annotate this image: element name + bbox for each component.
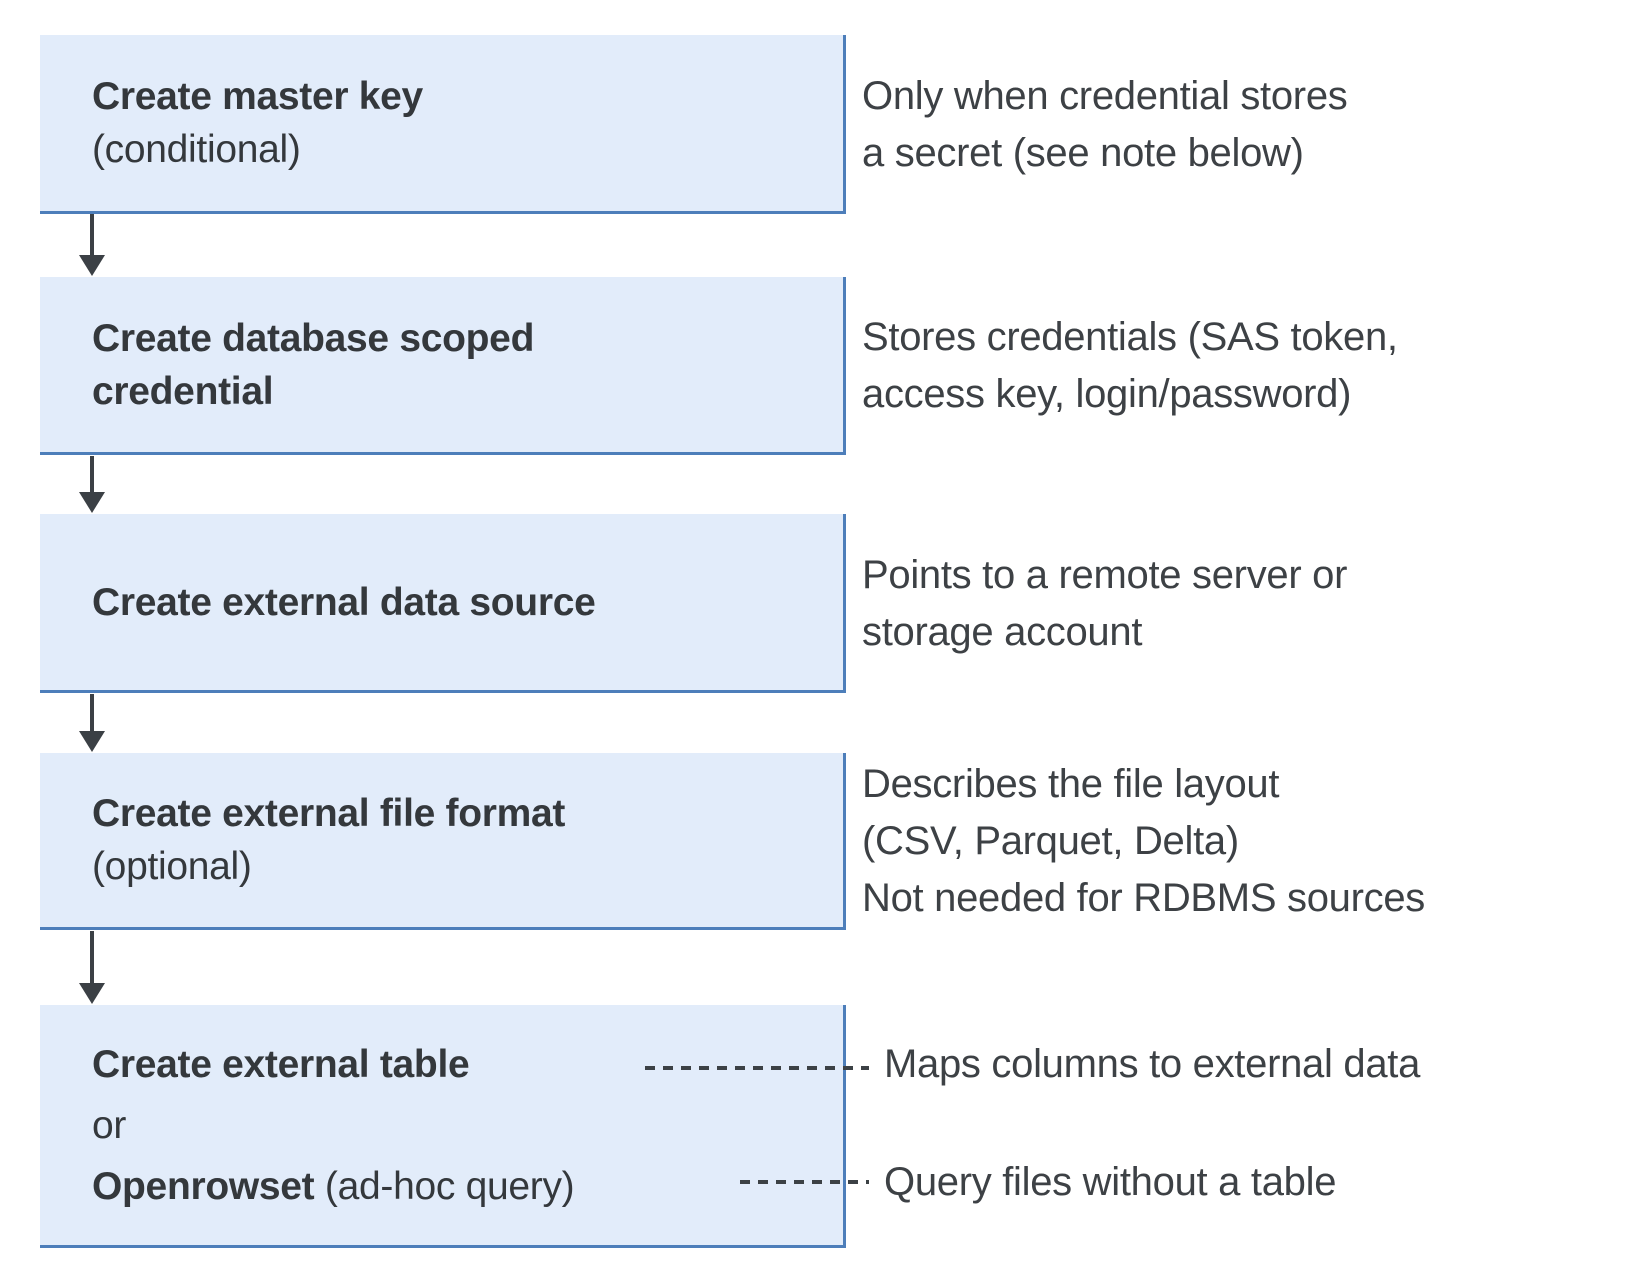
box-title-regular: (optional) xyxy=(92,845,252,888)
box-title-bold: Create master key xyxy=(92,75,423,118)
arrow-stem xyxy=(90,214,94,260)
note-line: Describes the file layout xyxy=(862,762,1280,806)
box-title-line: (optional) xyxy=(92,840,843,893)
dashed-connector-openrowset xyxy=(740,1180,869,1184)
arrow-head xyxy=(79,983,105,1004)
box-title-regular: (conditional) xyxy=(92,128,301,171)
box-title-bold: Create external file format xyxy=(92,792,566,835)
box-title-bold: Create database scoped xyxy=(92,316,535,360)
box-title-line: or xyxy=(92,1095,843,1156)
arrow-stem xyxy=(90,931,94,988)
note-line: (CSV, Parquet, Delta) xyxy=(862,819,1239,863)
step-box-external-file-format: Create external file format (optional) xyxy=(40,753,846,930)
box-title-line: Create external table xyxy=(92,1034,843,1095)
step-box-database-scoped-credential: Create database scoped credential xyxy=(40,277,846,455)
box-title-line: credential xyxy=(92,365,843,418)
step-box-external-table-or-openrowset: Create external table or Openrowset (ad-… xyxy=(40,1005,846,1248)
step-box-create-master-key: Create master key (conditional) xyxy=(40,35,846,214)
box-title-line: (conditional) xyxy=(92,123,843,176)
down-arrow-icon xyxy=(79,214,105,276)
note-line: Only when credential stores xyxy=(862,73,1348,118)
box-title-line: Create database scoped xyxy=(92,312,843,365)
note-line: Not needed for RDBMS sources xyxy=(862,876,1425,920)
annotation-maps-columns: Maps columns to external data xyxy=(884,1042,1421,1086)
arrow-head xyxy=(79,255,105,276)
box-title-bold: Create external data source xyxy=(92,580,596,624)
note-line: Points to a remote server or xyxy=(862,552,1348,597)
box-title-line: Create master key xyxy=(92,70,843,123)
note-line: access key, login/password) xyxy=(862,372,1352,416)
step-note-credential: Stores credentials (SAS token, access ke… xyxy=(862,277,1398,455)
down-arrow-icon xyxy=(79,931,105,1004)
box-title-regular: (ad-hoc query) xyxy=(314,1164,575,1208)
step-note-data-source: Points to a remote server or storage acc… xyxy=(862,514,1347,693)
box-title-bold: Openrowset xyxy=(92,1164,315,1208)
arrow-head xyxy=(79,731,105,752)
arrow-head xyxy=(79,492,105,513)
box-title-line: Create external data source xyxy=(92,576,843,629)
note-line: a secret (see note below) xyxy=(862,130,1304,175)
arrow-stem xyxy=(90,694,94,736)
box-title-bold: Create external table xyxy=(92,1042,470,1086)
box-title-bold: credential xyxy=(92,369,274,413)
dashed-connector-external-table xyxy=(645,1066,869,1070)
box-title-regular: or xyxy=(92,1103,127,1147)
note-line: storage account xyxy=(862,609,1143,654)
note-line: Stores credentials (SAS token, xyxy=(862,315,1398,359)
arrow-stem xyxy=(90,456,94,497)
step-note-file-format: Describes the file layout (CSV, Parquet,… xyxy=(862,753,1425,930)
step-note-master-key: Only when credential stores a secret (se… xyxy=(862,35,1348,214)
box-title-line: Create external file format xyxy=(92,787,843,840)
down-arrow-icon xyxy=(79,456,105,513)
step-box-external-data-source: Create external data source xyxy=(40,514,846,693)
box-title-line: Openrowset (ad-hoc query) xyxy=(92,1156,843,1217)
down-arrow-icon xyxy=(79,694,105,752)
annotation-query-files: Query files without a table xyxy=(884,1160,1337,1204)
